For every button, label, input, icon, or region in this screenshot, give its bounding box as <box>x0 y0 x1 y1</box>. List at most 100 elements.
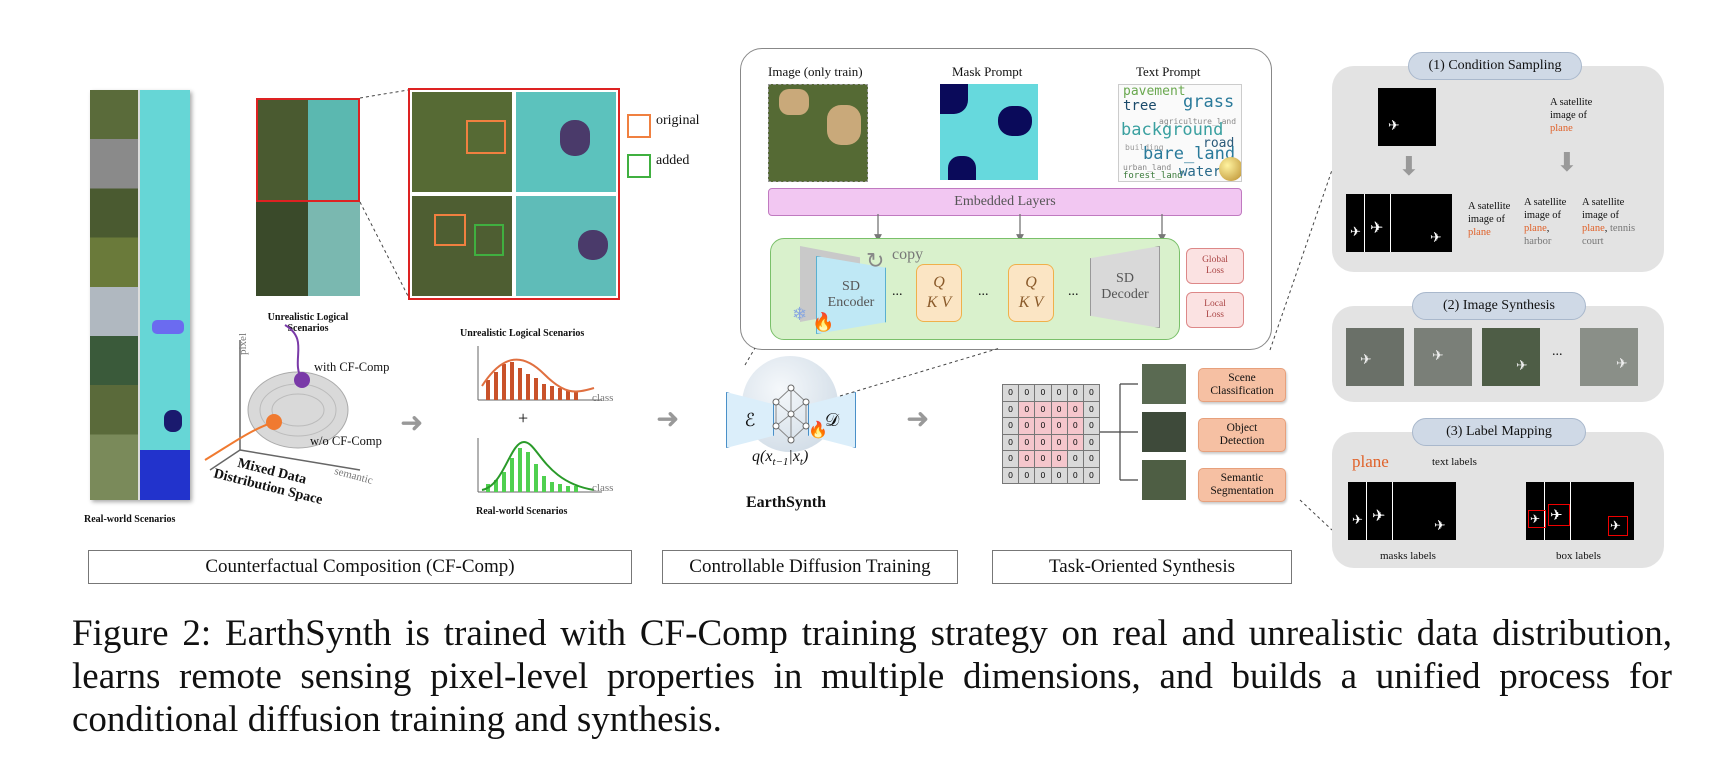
synth-thumb-1: ✈ <box>1346 328 1404 386</box>
cond-mask-single: ✈ <box>1378 88 1436 146</box>
dots-2: ... <box>978 284 989 299</box>
wc-pavement: pavement <box>1123 84 1186 99</box>
scene-classification-button[interactable]: Scene Classification <box>1198 368 1286 402</box>
latent-grid-cell: 0 <box>1067 385 1083 401</box>
stage-cfcomp: Counterfactual Composition (CF-Comp) <box>88 550 632 584</box>
latent-grid-cell: 0 <box>1003 385 1019 401</box>
arrow-right-3: ➜ <box>906 404 930 435</box>
globe-icon <box>1219 157 1241 181</box>
cond-text-a-plane: plane <box>1468 227 1491 238</box>
latent-grid-cell: 0 <box>1003 401 1019 417</box>
condition-sampling-title: (1) Condition Sampling <box>1408 52 1582 80</box>
wc-building: building <box>1125 143 1164 152</box>
mask-prompt-thumb <box>940 84 1038 180</box>
qkv-block-2: Q K V <box>1008 264 1054 322</box>
q-label-1: Q <box>933 274 945 291</box>
real-world-strip <box>90 90 190 500</box>
q-label-2: Q <box>1025 274 1037 291</box>
cond-text-a-prefix: A satellite image of <box>1468 201 1511 225</box>
legend-original-swatch <box>627 114 651 138</box>
wc-road: road <box>1203 136 1235 151</box>
sd-decoder-block: SD Decoder <box>1090 246 1160 328</box>
wc-bare-land: bare_land <box>1143 144 1236 164</box>
cond-text-a: A satellite image of plane <box>1468 200 1510 239</box>
freeze-icon: ❄ <box>792 304 808 324</box>
task-branch-lines <box>1100 383 1138 481</box>
local-loss: Local Loss <box>1186 292 1244 328</box>
cond-text-b-prefix: A satellite image of <box>1524 197 1567 221</box>
latent-grid-cell: 0 <box>1035 467 1051 483</box>
wc-agri: agriculture_land <box>1159 117 1237 126</box>
kv-label-2: K V <box>1018 294 1044 311</box>
object-detection-button[interactable]: Object Detection <box>1198 418 1286 452</box>
cond-text-single-plane: plane <box>1550 123 1573 134</box>
wc-tree: tree <box>1123 98 1157 114</box>
latent-grid-cell: 0 <box>1035 418 1051 434</box>
real-world-label: Real-world Scenarios <box>84 514 176 525</box>
stage-synthesis: Task-Oriented Synthesis <box>992 550 1292 584</box>
wc-forest: forest_land <box>1123 171 1183 181</box>
image-synthesis-title: (2) Image Synthesis <box>1412 292 1586 320</box>
embedded-layers: Embedded Layers <box>768 188 1242 216</box>
dist-top-title: Unrealistic Logical Scenarios <box>460 328 585 339</box>
mask-prompt-label: Mask Prompt <box>952 64 1023 79</box>
latent-grid-cell: 0 <box>1067 418 1083 434</box>
cond-text-single-prefix: A satellite image of <box>1550 97 1593 121</box>
latent-grid-cell: 0 <box>1067 434 1083 450</box>
latent-grid-cell: 0 <box>1051 451 1067 467</box>
earthsynth-label: EarthSynth <box>746 494 827 511</box>
image-prompt-label: Image (only train) <box>768 64 863 79</box>
latent-graph-icon <box>772 384 810 444</box>
unrealistic-grid <box>256 98 360 296</box>
figure-caption: Figure 2: EarthSynth is trained with CF-… <box>72 613 1672 740</box>
latent-grid-cell: 0 <box>1035 434 1051 450</box>
cond-text-c-plane: plane <box>1582 223 1605 234</box>
latent-grid-cell: 0 <box>1035 385 1051 401</box>
cond-text-b-harbor: harbor <box>1524 236 1552 247</box>
synth-thumb-3: ✈ <box>1482 328 1540 386</box>
latent-grid-cell: 0 <box>1067 467 1083 483</box>
latent-grid-cell: 0 <box>1083 401 1099 417</box>
latent-grid-cell: 0 <box>1035 451 1051 467</box>
cond-text-b-plane: plane <box>1524 223 1547 234</box>
cond-text-single: A satellite image of plane <box>1550 96 1592 135</box>
task-thumb-scene <box>1142 364 1186 404</box>
legend-added-swatch <box>627 154 651 178</box>
arrow-right-2: ➜ <box>656 404 680 435</box>
synth-thumb-2: ✈ <box>1414 328 1472 386</box>
distribution-space-svg <box>204 324 361 471</box>
cond-text-c: A satellite image of plane, tennis court <box>1582 197 1636 247</box>
sd-encoder-block: SD Encoder <box>816 256 886 334</box>
latent-grid-cell: 0 <box>1051 467 1067 483</box>
arrow-right-1: ➜ <box>400 408 424 439</box>
synth-dots: ... <box>1552 344 1563 359</box>
kv-label-1: K V <box>926 294 952 311</box>
cond-text-c-tennis: tennis court <box>1582 223 1636 247</box>
cond-text-c-prefix: A satellite image of <box>1582 197 1625 221</box>
latent-grid-cell: 0 <box>1051 385 1067 401</box>
dist-bottom-chart <box>477 438 602 493</box>
latent-grid-cell: 0 <box>1019 418 1035 434</box>
latent-grid-cell: 0 <box>1051 401 1067 417</box>
latent-grid-cell: 0 <box>1035 401 1051 417</box>
legend-added-label: added <box>656 153 690 168</box>
latent-grid-cell: 0 <box>1019 451 1035 467</box>
text-prompt-label: Text Prompt <box>1136 64 1201 79</box>
cond-mask-multi: ✈ ✈ ✈ <box>1346 194 1452 252</box>
figure: Real-world Scenarios Unrealistic Logical… <box>84 48 1664 584</box>
latent-grid-cell: 0 <box>1083 467 1099 483</box>
text-labels-caption: text labels <box>1432 456 1477 468</box>
latent-grid-cell: 0 <box>1019 385 1035 401</box>
copy-label: copy <box>892 246 924 263</box>
wc-background: background <box>1121 120 1224 140</box>
cond-arrow-down-left: ⬇ <box>1398 152 1420 181</box>
semantic-segmentation-button[interactable]: Semantic Segmentation <box>1198 468 1286 502</box>
global-loss: Global Loss <box>1186 248 1244 284</box>
latent-grid-cell: 0 <box>1083 434 1099 450</box>
image-prompt-thumb <box>768 84 868 182</box>
wc-grass: grass <box>1183 92 1235 112</box>
dots-1: ... <box>892 284 903 299</box>
box-labels-caption: box labels <box>1556 550 1601 562</box>
dots-3: ... <box>1068 284 1079 299</box>
